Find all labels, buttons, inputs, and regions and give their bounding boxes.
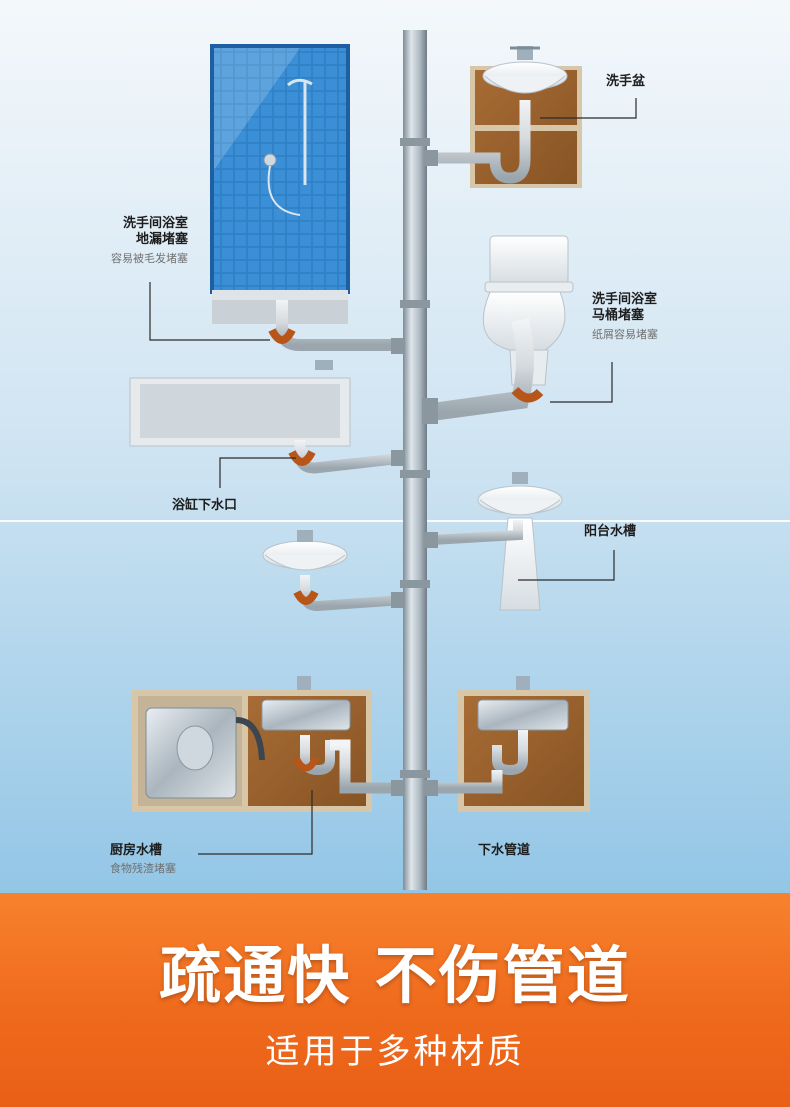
floor-drain-note: 容易被毛发堵塞 bbox=[111, 251, 188, 265]
label-kitchen-sink: 厨房水槽 食物残渣堵塞 bbox=[110, 843, 176, 876]
leader-washbasin bbox=[540, 98, 637, 119]
bathtub bbox=[129, 360, 405, 474]
toilet-title-2: 马桶堵塞 bbox=[592, 308, 645, 324]
balcony-sink-title: 阳台水槽 bbox=[584, 524, 637, 539]
bathtub-title: 浴缸下水口 bbox=[172, 498, 238, 513]
leader-lines bbox=[149, 98, 637, 855]
kitchen-sink-title: 厨房水槽 bbox=[110, 843, 163, 858]
drain-cabinet bbox=[424, 676, 590, 812]
label-balcony-sink: 阳台水槽 bbox=[584, 524, 636, 540]
toilet bbox=[422, 235, 574, 424]
label-drain-pipe: 下水管道 bbox=[478, 843, 530, 859]
main-drain-pipe bbox=[400, 30, 430, 890]
floor-drain-title-2: 地漏堵塞 bbox=[135, 232, 188, 248]
balcony-sink bbox=[424, 472, 563, 611]
floor-drain-pipe bbox=[268, 300, 405, 354]
floor-drain-title-1: 洗手间浴室 bbox=[122, 216, 188, 231]
leader-floor-drain bbox=[149, 282, 270, 341]
leader-kitchen-sink bbox=[198, 790, 313, 855]
plumbing-illustration bbox=[0, 0, 790, 893]
small-washbasin bbox=[262, 530, 405, 612]
washbasin-cabinet bbox=[424, 46, 582, 188]
leader-balcony-sink bbox=[518, 550, 615, 581]
leader-toilet bbox=[550, 362, 613, 403]
label-toilet: 洗手间浴室 马桶堵塞 纸屑容易堵塞 bbox=[592, 292, 658, 341]
washbasin-title: 洗手盆 bbox=[606, 74, 646, 89]
drain-pipe-title: 下水管道 bbox=[478, 843, 531, 858]
label-floor-drain: 洗手间浴室 地漏堵塞 容易被毛发堵塞 bbox=[60, 216, 188, 265]
shower-tiles bbox=[210, 44, 350, 324]
background bbox=[0, 0, 790, 893]
toilet-note: 纸屑容易堵塞 bbox=[592, 327, 658, 341]
toilet-title-1: 洗手间浴室 bbox=[592, 292, 658, 307]
kitchen-cabinet bbox=[132, 676, 405, 812]
label-washbasin: 洗手盆 bbox=[606, 74, 645, 90]
banner-subline: 适用于多种材质 bbox=[265, 1032, 525, 1072]
leader-bathtub bbox=[219, 457, 296, 488]
kitchen-sink-note: 食物残渣堵塞 bbox=[110, 862, 176, 876]
label-bathtub: 浴缸下水口 bbox=[172, 498, 237, 514]
promo-banner bbox=[0, 893, 790, 1107]
banner-headline: 疏通快 不伤管道 bbox=[159, 939, 631, 1012]
